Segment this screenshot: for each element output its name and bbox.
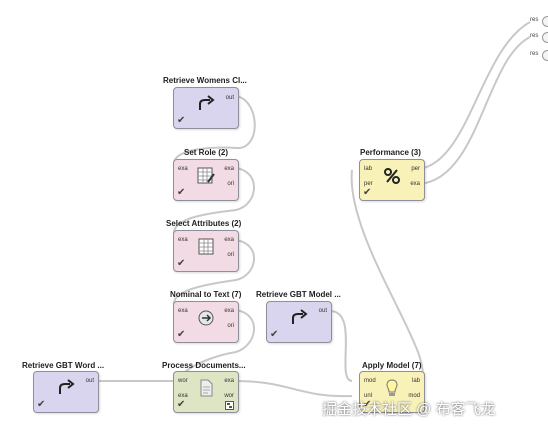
port-label: out bbox=[85, 378, 94, 384]
subprocess-icon[interactable] bbox=[225, 401, 234, 410]
checkmark-icon: ✔ bbox=[177, 115, 186, 126]
operator-title: Retrieve Womens Cl... bbox=[163, 76, 247, 85]
connection-line bbox=[173, 167, 255, 241]
result-port[interactable] bbox=[542, 32, 548, 43]
checkmark-icon: ✔ bbox=[270, 329, 279, 340]
table-edit-icon bbox=[197, 167, 215, 184]
checkmark-icon: ✔ bbox=[177, 187, 186, 198]
port-label: wor bbox=[224, 393, 234, 399]
port-label: exa bbox=[224, 378, 234, 384]
port-label: exa bbox=[224, 166, 234, 172]
result-port-label: res bbox=[530, 33, 539, 39]
port-label: exa bbox=[410, 181, 420, 187]
result-port-label: res bbox=[530, 51, 539, 57]
checkmark-icon: ✔ bbox=[37, 399, 46, 410]
port-label: out bbox=[225, 95, 234, 101]
port-label: lab bbox=[411, 378, 420, 384]
port-label: exa bbox=[178, 237, 188, 243]
result-port[interactable] bbox=[542, 50, 548, 61]
percent-icon bbox=[384, 168, 400, 184]
connection-line bbox=[329, 310, 353, 382]
connection-line bbox=[419, 36, 531, 185]
port-label: exa bbox=[178, 393, 188, 399]
watermark-text: 掘金技术社区 @ 布客飞龙 bbox=[322, 401, 496, 418]
port-label: mod bbox=[364, 378, 376, 384]
operator-set-role[interactable]: exa exa ori ✔ bbox=[173, 159, 239, 201]
document-icon bbox=[200, 379, 213, 397]
result-port-label: res bbox=[530, 17, 539, 23]
connection-line bbox=[419, 21, 531, 170]
operator-select-attributes[interactable]: exa exa ori ✔ bbox=[173, 230, 239, 272]
operator-process-documents[interactable]: wor exa exa wor ✔ bbox=[173, 371, 239, 413]
convert-icon bbox=[198, 310, 214, 326]
checkmark-icon: ✔ bbox=[177, 399, 186, 410]
port-label: wor bbox=[178, 378, 188, 384]
port-label: ori bbox=[227, 252, 234, 258]
checkmark-icon: ✔ bbox=[177, 329, 186, 340]
connection-line bbox=[235, 380, 353, 398]
port-label: per bbox=[364, 181, 373, 187]
operator-retrieve-gbt-word[interactable]: out ✔ bbox=[33, 371, 99, 413]
port-label: ori bbox=[227, 181, 234, 187]
operator-performance[interactable]: lab per per exa ✔ bbox=[359, 159, 425, 201]
port-label: per bbox=[411, 166, 420, 172]
operator-title: Retrieve GBT Word ... bbox=[22, 361, 105, 370]
operator-title: Apply Model (7) bbox=[362, 361, 422, 370]
operator-retrieve-womens[interactable]: out ✔ bbox=[173, 87, 239, 129]
port-label: out bbox=[318, 308, 327, 314]
connection-line bbox=[173, 239, 255, 311]
checkmark-icon: ✔ bbox=[177, 258, 186, 269]
operator-title: Retrieve GBT Model ... bbox=[256, 290, 341, 299]
port-label: exa bbox=[178, 308, 188, 314]
port-label: exa bbox=[224, 237, 234, 243]
result-port[interactable] bbox=[542, 16, 548, 27]
operator-nominal-to-text[interactable]: exa exa ori ✔ bbox=[173, 301, 239, 343]
operator-retrieve-gbt-model[interactable]: out ✔ bbox=[266, 301, 332, 343]
checkmark-icon: ✔ bbox=[363, 187, 372, 198]
operator-title: Set Role (2) bbox=[184, 148, 229, 157]
port-label: exa bbox=[224, 308, 234, 314]
retrieve-arrow-icon bbox=[199, 95, 215, 110]
lightbulb-icon bbox=[386, 379, 398, 396]
operator-title: Select Attributes (2) bbox=[166, 219, 242, 228]
operator-title: Nominal to Text (7) bbox=[170, 290, 242, 299]
retrieve-arrow-icon bbox=[59, 379, 75, 394]
port-label: mod bbox=[408, 393, 420, 399]
table-columns-icon bbox=[198, 238, 214, 255]
port-label: lab bbox=[364, 166, 373, 172]
operator-apply-model[interactable]: mod unl lab mod ✔ bbox=[359, 371, 425, 413]
retrieve-arrow-icon bbox=[292, 309, 308, 324]
operator-title: Performance (3) bbox=[360, 148, 421, 157]
checkmark-icon: ✔ bbox=[363, 399, 372, 410]
port-label: unl bbox=[364, 393, 373, 399]
port-label: exa bbox=[178, 166, 188, 172]
connection-line bbox=[350, 169, 424, 382]
connection-line bbox=[173, 95, 256, 169]
port-label: ori bbox=[227, 323, 234, 329]
operator-title: Process Documents... bbox=[162, 361, 246, 370]
